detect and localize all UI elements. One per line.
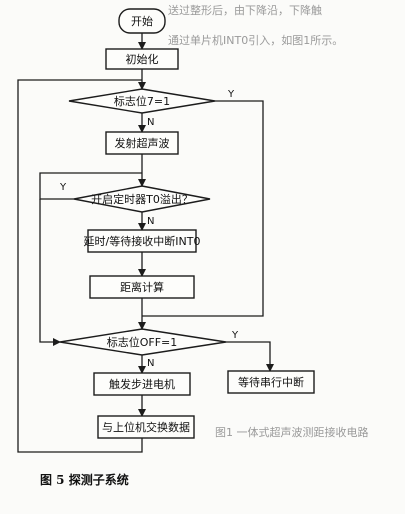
- background-text-2: 通过单片机INT0引入，如图1所示。: [168, 33, 343, 47]
- figure-caption: 图 5 探测子系统: [40, 472, 129, 487]
- exchange-data-label: 与上位机交换数据: [102, 420, 190, 434]
- start-node: [118, 8, 166, 34]
- flag-off-yes-label: Y: [231, 330, 239, 341]
- init-box: [105, 48, 179, 70]
- wait-int0-label: 延时/等待接收中断INT0: [84, 234, 201, 248]
- wait-serial-box: [227, 370, 315, 394]
- distance-calc-box: [89, 275, 195, 299]
- flag-off-decision: [59, 328, 227, 356]
- timer-yes-label: Y: [59, 182, 67, 193]
- connectors: [17, 33, 274, 453]
- emit-ultrasound-box: [105, 131, 179, 155]
- flag7-decision: [68, 88, 216, 114]
- timer-no-label: N: [147, 216, 154, 227]
- flag7-no-label: N: [147, 117, 154, 128]
- wait-serial-label: 等待串行中断: [238, 375, 304, 389]
- timer-overflow-decision: [73, 185, 211, 213]
- stepper-motor-box: [93, 372, 191, 396]
- timer-overflow-label: 开启定时器T0溢出？: [91, 192, 193, 206]
- distance-calc-label: 距离计算: [120, 280, 164, 294]
- background-text-1: 送过整形后，由下降沿，下降触: [168, 3, 322, 17]
- init-box-label: 初始化: [126, 52, 159, 66]
- stepper-motor-label: 触发步进电机: [109, 377, 175, 391]
- wait-int0-box: [87, 229, 197, 253]
- flag7-decision-label: 标志位7=1: [114, 94, 170, 108]
- flag-off-decision-label: 标志位OFF=1: [107, 335, 178, 349]
- exchange-data-box: [97, 415, 195, 439]
- start-node-label: 开始: [131, 14, 153, 28]
- emit-ultrasound-label: 发射超声波: [115, 136, 170, 150]
- flag7-yes-label: Y: [227, 89, 235, 100]
- flag-off-no-label: N: [147, 358, 154, 369]
- background-text-bottom: 图1 一体式超声波测距接收电路: [215, 425, 369, 439]
